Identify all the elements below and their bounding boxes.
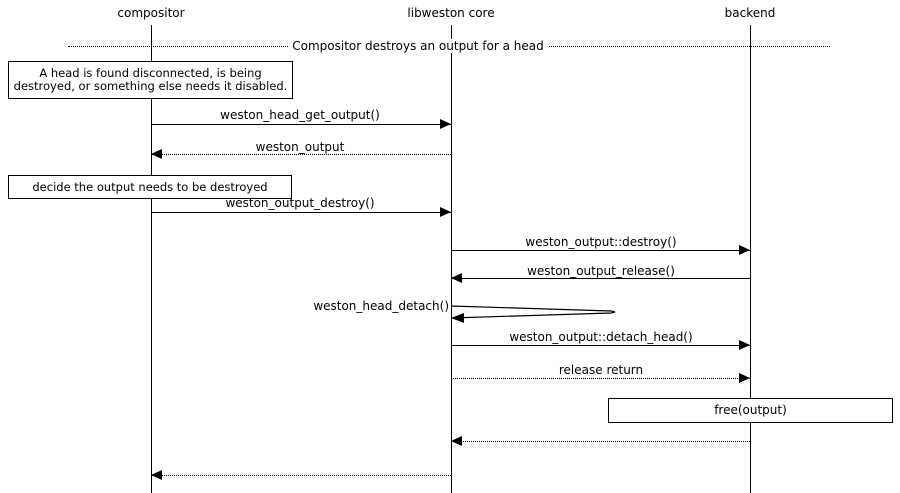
arrowhead-release-return	[739, 373, 750, 383]
arrowhead-weston-head-get-output	[440, 119, 451, 129]
lifeline-label-compositor: compositor	[117, 6, 185, 20]
arrowhead-weston-output-detach-head	[739, 340, 750, 350]
message-label-weston-output-destroy-vfunc: weston_output::destroy()	[525, 235, 677, 249]
message-label-release-return: release return	[558, 363, 644, 377]
message-line-destroy-return	[151, 475, 451, 476]
message-label-weston-output-destroy: weston_output_destroy()	[225, 196, 375, 210]
phase-separator-label: Compositor destroys an output for a head	[288, 39, 548, 53]
message-label-weston-head-detach: weston_head_detach()	[313, 299, 449, 313]
arrowhead-weston-output-release	[451, 273, 462, 283]
message-selfloop-weston-head-detach	[451, 300, 617, 328]
message-line-weston-head-get-output	[151, 124, 451, 125]
lifeline-backend	[750, 25, 751, 493]
message-line-weston-output-return	[151, 154, 451, 155]
message-label-weston-output-release: weston_output_release()	[527, 264, 675, 278]
message-line-backend-return	[451, 441, 750, 442]
lifeline-label-backend: backend	[724, 6, 776, 20]
arrowhead-weston-output-return	[151, 149, 162, 159]
lifeline-label-libweston-core: libweston core	[407, 6, 495, 20]
message-label-weston-output-return: weston_output	[255, 140, 345, 154]
note-decide-destroy: decide the output needs to be destroyed	[8, 175, 292, 199]
message-line-release-return	[451, 378, 750, 379]
arrowhead-backend-return	[451, 436, 462, 446]
arrowhead-weston-output-destroy-vfunc	[739, 245, 750, 255]
message-line-weston-output-release	[451, 278, 750, 279]
lifeline-libweston-core	[451, 25, 452, 493]
message-line-weston-output-detach-head	[451, 345, 750, 346]
message-label-weston-head-get-output: weston_head_get_output()	[220, 108, 380, 122]
lifeline-compositor	[151, 25, 152, 493]
message-label-weston-output-detach-head: weston_output::detach_head()	[509, 330, 693, 344]
message-line-weston-output-destroy	[151, 212, 451, 213]
message-line-weston-output-destroy-vfunc	[451, 250, 750, 251]
box-free-output: free(output)	[608, 398, 893, 423]
arrowhead-weston-output-destroy	[440, 207, 451, 217]
arrowhead-destroy-return	[151, 470, 162, 480]
note-head-disconnected: A head is found disconnected, is being d…	[8, 61, 293, 99]
